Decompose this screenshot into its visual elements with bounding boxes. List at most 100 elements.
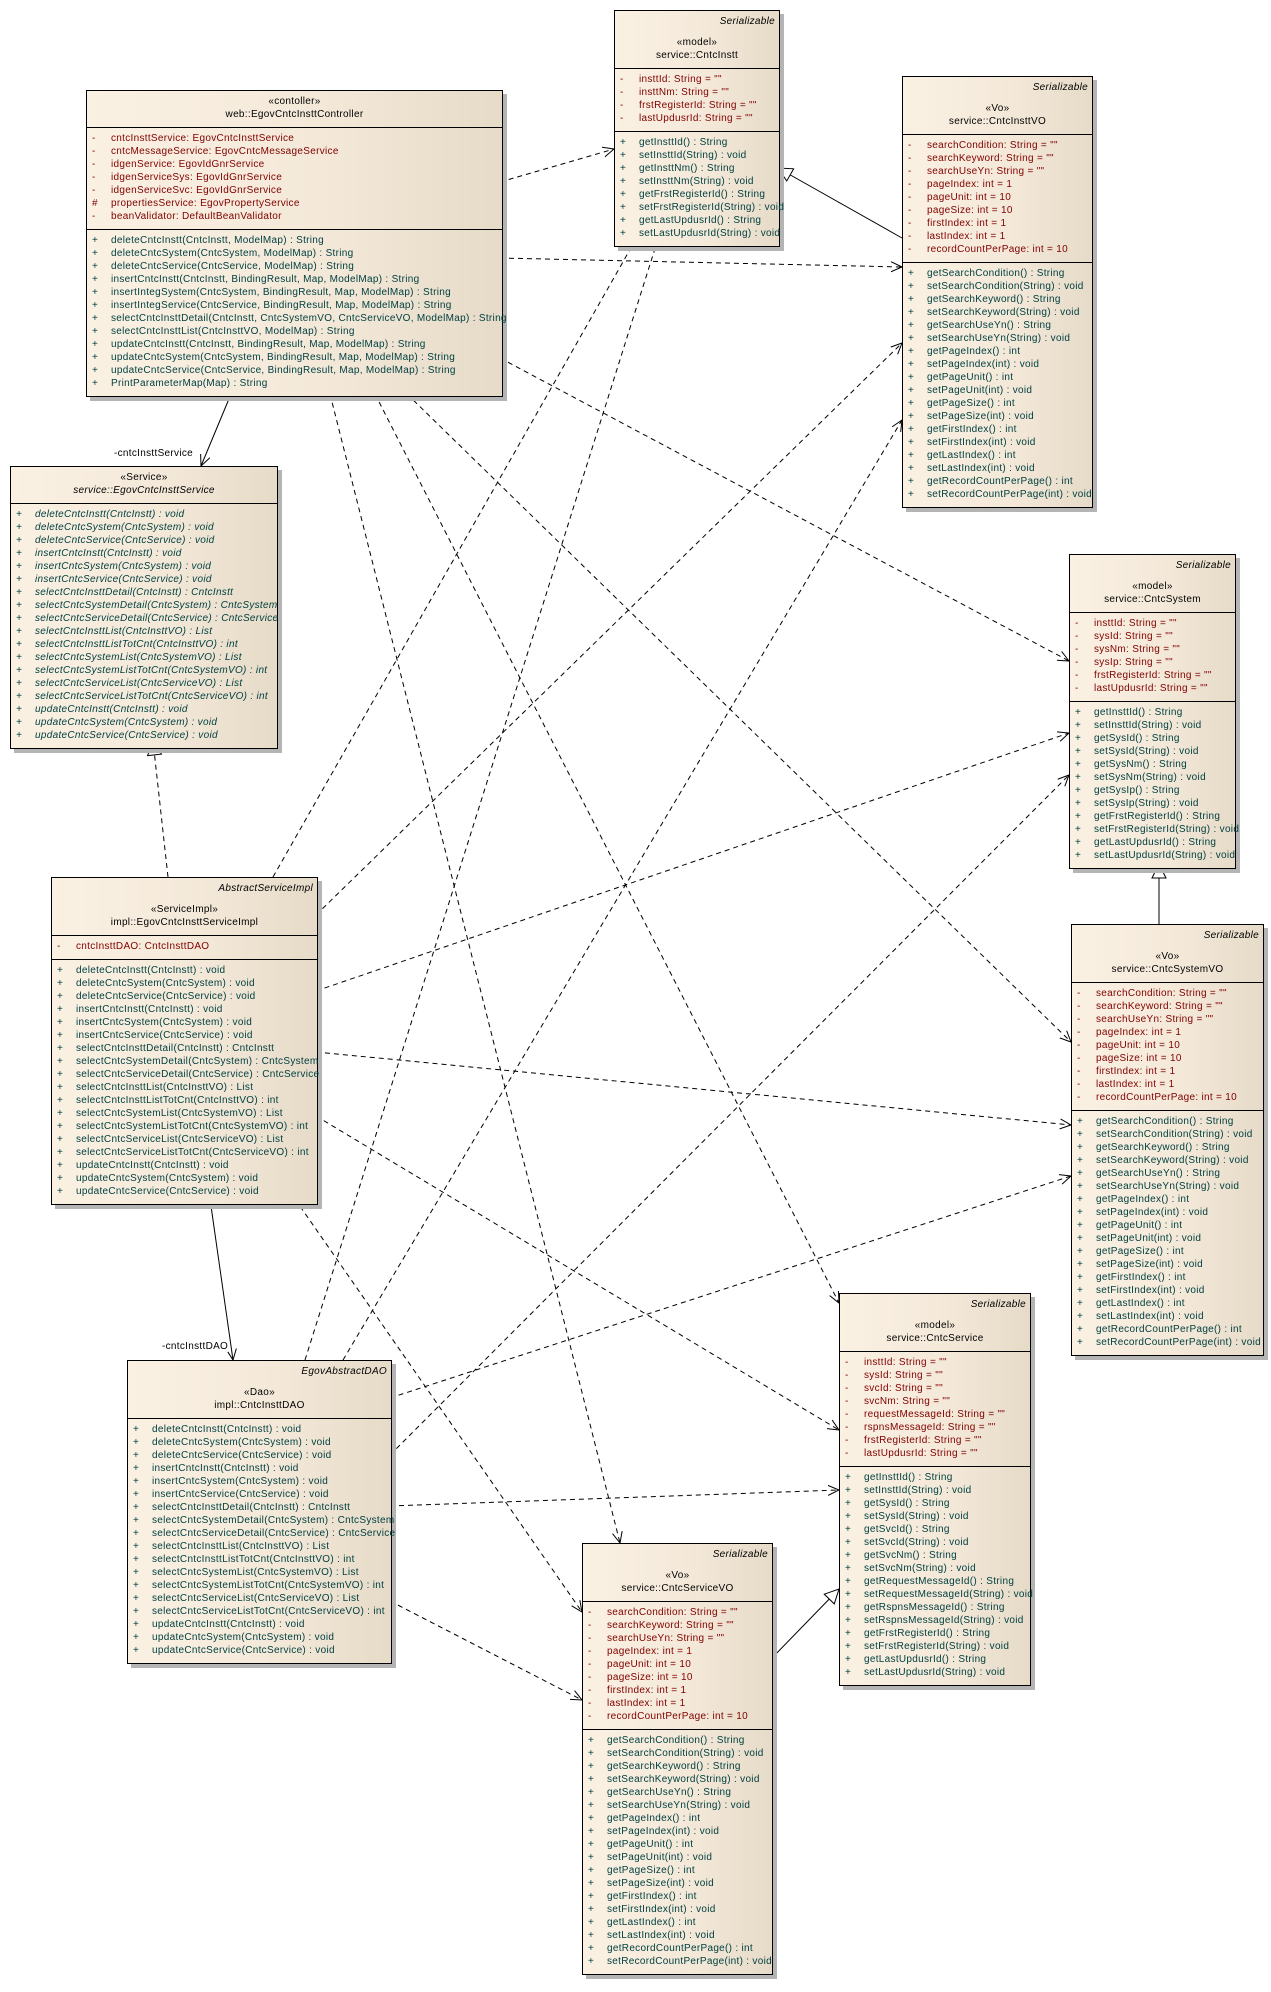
- class-header: EgovAbstractDAO«Dao»impl::CntcInsttDAO: [128, 1361, 391, 1419]
- visibility-marker: +: [908, 333, 915, 344]
- visibility-marker: -: [1075, 683, 1079, 694]
- method-signature: selectCntcSystemDetail(CntcSystem) : Cnt…: [35, 600, 278, 611]
- visibility-marker: +: [133, 1632, 140, 1643]
- method-row: +getSearchKeyword() : String: [583, 1760, 772, 1773]
- attribute-row: -lastUpdusrId: String = "": [1070, 682, 1235, 695]
- attribute-signature: recordCountPerPage: int = 10: [927, 244, 1068, 255]
- method-row: +updateCntcInstt(CntcInstt) : void: [128, 1618, 391, 1631]
- attribute-signature: sysId: String = "": [1094, 631, 1173, 642]
- method-row: +setRecordCountPerPage(int) : void: [903, 488, 1092, 501]
- method-row: +setSearchCondition(String) : void: [903, 280, 1092, 293]
- visibility-marker: +: [588, 1748, 595, 1759]
- stereotype: «Service»: [120, 472, 168, 483]
- class-cntcService[interactable]: Serializable«model»service::CntcService-…: [839, 1293, 1033, 1686]
- visibility-marker: +: [1077, 1181, 1084, 1192]
- class-cntcInsttVO[interactable]: Serializable«Vo»service::CntcInsttVO-sea…: [902, 76, 1093, 508]
- visibility-marker: +: [845, 1472, 852, 1483]
- method-signature: getLastIndex() : int: [1096, 1298, 1185, 1309]
- visibility-marker: +: [57, 1069, 64, 1080]
- visibility-marker: +: [908, 359, 915, 370]
- attribute-row: -recordCountPerPage: int = 10: [583, 1710, 772, 1723]
- visibility-marker: -: [588, 1633, 592, 1644]
- method-row: +getSysId() : String: [840, 1497, 1030, 1510]
- visibility-marker: +: [845, 1524, 852, 1535]
- visibility-marker: +: [1077, 1233, 1084, 1244]
- method-signature: insertCntcService(CntcService) : void: [76, 1030, 253, 1041]
- visibility-marker: +: [588, 1891, 595, 1902]
- class-cntcSystemVO[interactable]: Serializable«Vo»service::CntcSystemVO-se…: [1071, 924, 1264, 1356]
- class-impl[interactable]: AbstractServiceImpl«ServiceImpl»impl::Eg…: [51, 877, 319, 1205]
- attribute-row: -sysId: String = "": [1070, 630, 1235, 643]
- attribute-signature: searchUseYn: String = "": [1096, 1014, 1214, 1025]
- method-signature: setFirstIndex(int) : void: [927, 437, 1036, 448]
- visibility-marker: +: [845, 1628, 852, 1639]
- method-row: +selectCntcSystemList(CntcSystemVO) : Li…: [128, 1566, 391, 1579]
- method-row: +getFirstIndex() : int: [583, 1890, 772, 1903]
- method-row: +setPageSize(int) : void: [583, 1877, 772, 1890]
- visibility-marker: +: [16, 613, 23, 624]
- attribute-signature: searchKeyword: String = "": [607, 1620, 734, 1631]
- attribute-signature: pageSize: int = 10: [1096, 1053, 1182, 1064]
- attribute-row: -frstRegisterId: String = "": [840, 1434, 1030, 1447]
- method-signature: getInsttId() : String: [864, 1472, 953, 1483]
- visibility-marker: +: [620, 228, 627, 239]
- visibility-marker: +: [57, 991, 64, 1002]
- method-signature: setSysId(String) : void: [1094, 746, 1199, 757]
- method-row: +setFrstRegisterId(String) : void: [840, 1640, 1030, 1653]
- method-row: +insertCntcInstt(CntcInstt) : void: [11, 547, 277, 560]
- class-cntcServiceVO[interactable]: Serializable«Vo»service::CntcServiceVO-s…: [582, 1543, 773, 1975]
- visibility-marker: -: [92, 172, 96, 183]
- visibility-marker: +: [57, 1160, 64, 1171]
- class-cntcInstt[interactable]: Serializable«model»service::CntcInstt-in…: [614, 10, 784, 247]
- method-signature: updateCntcInstt(CntcInstt) : void: [76, 1160, 229, 1171]
- method-signature: getLastUpdusrId() : String: [639, 215, 762, 226]
- visibility-marker: +: [1075, 772, 1082, 783]
- visibility-marker: +: [845, 1654, 852, 1665]
- visibility-marker: +: [92, 365, 99, 376]
- method-signature: setSvcNm(String) : void: [864, 1563, 976, 1574]
- class-header: Serializable«Vo»service::CntcSystemVO: [1072, 925, 1263, 983]
- class-name: service::CntcService: [886, 1333, 984, 1344]
- visibility-marker: +: [588, 1930, 595, 1941]
- class-cntcSystem[interactable]: Serializable«model»service::CntcSystem-i…: [1069, 554, 1239, 869]
- interface-label: Serializable: [719, 16, 775, 27]
- visibility-marker: -: [588, 1646, 592, 1657]
- attribute-compartment: -searchCondition: String = ""-searchKeyw…: [1072, 983, 1263, 1111]
- attribute-signature: lastUpdusrId: String = "": [864, 1448, 978, 1459]
- method-row: +setSysId(String) : void: [840, 1510, 1030, 1523]
- method-row: +selectCntcServiceList(CntcServiceVO) : …: [128, 1592, 391, 1605]
- visibility-marker: +: [16, 665, 23, 676]
- visibility-marker: -: [1077, 1066, 1081, 1077]
- method-signature: setPageIndex(int) : void: [607, 1826, 720, 1837]
- class-dao[interactable]: EgovAbstractDAO«Dao»impl::CntcInsttDAO+d…: [127, 1360, 395, 1664]
- attribute-row: -sysId: String = "": [840, 1369, 1030, 1382]
- visibility-marker: +: [620, 189, 627, 200]
- visibility-marker: -: [908, 153, 912, 164]
- visibility-marker: +: [588, 1800, 595, 1811]
- visibility-marker: -: [908, 140, 912, 151]
- method-row: +selectCntcSystemList(CntcSystemVO) : Li…: [52, 1107, 317, 1120]
- visibility-marker: +: [92, 274, 99, 285]
- visibility-marker: +: [16, 626, 23, 637]
- method-signature: getSvcNm() : String: [864, 1550, 957, 1561]
- visibility-marker: +: [908, 372, 915, 383]
- visibility-marker: -: [908, 179, 912, 190]
- class-service[interactable]: «Service»service::EgovCntcInsttService+d…: [10, 466, 278, 749]
- method-row: +getInsttId() : String: [1070, 706, 1235, 719]
- method-signature: insertCntcSystem(CntcSystem) : void: [152, 1476, 329, 1487]
- visibility-marker: +: [92, 313, 99, 324]
- method-row: +getSearchCondition() : String: [903, 267, 1092, 280]
- attribute-row: -pageUnit: int = 10: [903, 191, 1092, 204]
- attribute-signature: pageIndex: int = 1: [607, 1646, 693, 1657]
- visibility-marker: +: [908, 476, 915, 487]
- method-row: +setSearchCondition(String) : void: [583, 1747, 772, 1760]
- visibility-marker: +: [92, 300, 99, 311]
- interface-label: Serializable: [970, 1299, 1026, 1310]
- visibility-marker: -: [588, 1711, 592, 1722]
- method-row: +insertCntcSystem(CntcSystem) : void: [52, 1016, 317, 1029]
- method-signature: deleteCntcSystem(CntcSystem, ModelMap) :…: [111, 248, 354, 259]
- class-controller[interactable]: «contoller»web::EgovCntcInsttController-…: [86, 90, 506, 397]
- visibility-marker: +: [588, 1865, 595, 1876]
- method-signature: selectCntcServiceDetail(CntcService) : C…: [35, 613, 279, 624]
